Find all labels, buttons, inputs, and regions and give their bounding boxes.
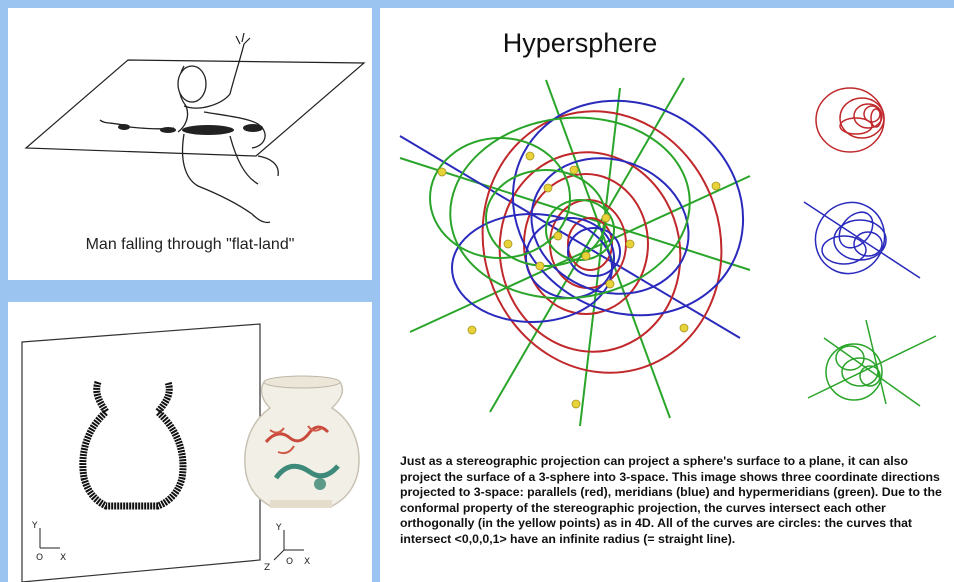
svg-text:Y: Y <box>31 521 38 531</box>
parallels-red <box>815 87 885 153</box>
flat-plane <box>24 59 366 157</box>
vase-cross-section <box>79 380 187 510</box>
cross-section-plane <box>21 323 261 582</box>
hypersphere-figure <box>399 77 937 427</box>
torso-cross-section <box>182 125 234 135</box>
intersection-points <box>437 151 721 409</box>
hypersphere-title: Hypersphere <box>502 28 658 58</box>
vase-panel: Y O X Y Z O X <box>8 302 372 582</box>
main-projection <box>399 77 751 427</box>
svg-text:O: O <box>36 553 43 563</box>
flatland-illustration <box>24 32 366 224</box>
svg-text:X: X <box>60 553 66 563</box>
meridians-blue <box>803 201 921 279</box>
svg-text:Y: Y <box>275 523 282 533</box>
svg-text:O: O <box>286 557 293 567</box>
flatland-panel: Man falling through "flat-land" <box>8 8 372 280</box>
svg-text:X: X <box>304 557 310 567</box>
vase-illustration: Y O X Y Z O X <box>21 323 360 582</box>
hypersphere-description: Just as a stereographic projection can p… <box>400 454 942 546</box>
hypersphere-panel: Hypersphere <box>380 8 954 582</box>
head <box>177 65 207 103</box>
vase-photo <box>244 375 360 508</box>
svg-text:Z: Z <box>264 563 270 573</box>
axes-right: Y Z O X <box>264 523 310 573</box>
hypermeridians-green <box>807 319 937 407</box>
axes-left: Y O X <box>31 521 66 563</box>
flatland-caption: Man falling through "flat-land" <box>85 236 295 253</box>
